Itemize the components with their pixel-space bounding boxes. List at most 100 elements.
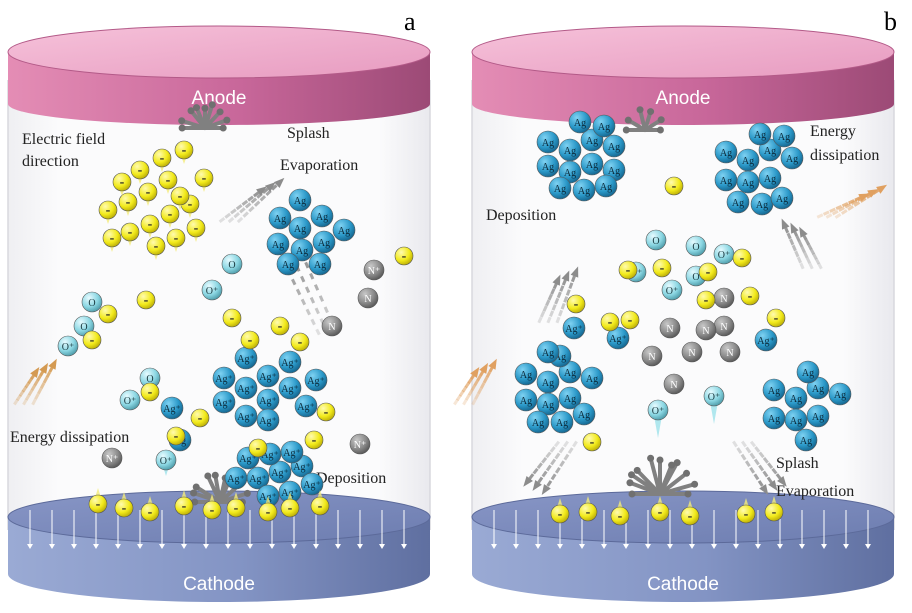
oxygen-ion: O⁺	[119, 389, 141, 411]
deposition-label-b: Deposition	[486, 207, 556, 224]
electron-symbol: -	[178, 189, 183, 204]
electron-symbol: -	[148, 505, 153, 520]
silver-atom: Ag	[726, 190, 750, 214]
electron: -	[186, 218, 206, 242]
nitrogen-ion-symbol: N⁺	[354, 440, 367, 451]
electron: -	[98, 200, 118, 224]
dashed-arrow	[732, 440, 769, 496]
electron: -	[146, 236, 166, 260]
field-lines	[27, 510, 407, 549]
nitrogen-atom: N	[719, 341, 741, 363]
electron-symbol: -	[298, 335, 303, 350]
anode-a-label: Anode	[192, 88, 247, 109]
silver-atom-symbol: Ag	[754, 130, 766, 141]
electron: -	[310, 490, 330, 516]
dashed-arrow	[546, 270, 570, 324]
oxygen-ion-symbol: O⁺	[206, 286, 219, 297]
silver-atom-symbol: Ag	[542, 162, 554, 173]
oxygen-ion: O⁺	[661, 279, 683, 301]
electron: -	[680, 500, 700, 526]
electron-symbol: -	[574, 297, 579, 312]
energy-label-b-1: Energy	[810, 123, 856, 140]
nitrogen-ion: N⁺	[101, 447, 123, 469]
electron-symbol: -	[608, 315, 613, 330]
silver-ion-symbol: Ag⁺	[259, 416, 277, 427]
dashed-arrow	[741, 440, 778, 491]
silver-atom: Ag	[558, 160, 582, 184]
electron-symbol: -	[210, 503, 215, 518]
silver-ion: Ag⁺	[754, 328, 778, 352]
silver-atom-symbol: Ag	[790, 416, 802, 427]
electron: -	[226, 492, 246, 518]
silver-atom: Ag	[828, 382, 852, 406]
silver-ion-symbol: Ag⁺	[307, 376, 325, 387]
oxygen-atom-symbol: O	[228, 260, 235, 271]
electron-symbol: -	[774, 311, 779, 326]
electron-symbol: -	[318, 499, 323, 514]
oxygen-ion-symbol: O⁺	[124, 396, 137, 407]
nitrogen-atom-symbol: N	[364, 294, 371, 305]
splash-burst	[626, 454, 699, 498]
field-label-a-1: Electric field	[22, 131, 105, 148]
oxygen-ion: O⁺	[703, 385, 725, 424]
silver-atom-symbol: Ag	[318, 238, 330, 249]
silver-atom-symbol: Ag	[556, 418, 568, 429]
electron: -	[130, 160, 150, 184]
electron-symbol: -	[106, 203, 111, 218]
silver-atom-symbol: Ag	[586, 374, 598, 385]
electron: -	[394, 246, 414, 266]
silver-atom-symbol: Ag	[274, 214, 286, 225]
silver-atom-symbol: Ag	[564, 368, 576, 379]
silver-atom-symbol: Ag	[776, 194, 788, 205]
electron: -	[652, 258, 672, 278]
silver-atom-symbol: Ag	[812, 412, 824, 423]
electron-symbol: -	[278, 319, 283, 334]
electron-symbol: -	[182, 143, 187, 158]
silver-atom-symbol: Ag	[768, 414, 780, 425]
electron: -	[664, 176, 684, 196]
electron: -	[582, 432, 602, 452]
energy-label-a: Energy dissipation	[10, 429, 129, 446]
electron-symbol: -	[90, 333, 95, 348]
electron: -	[650, 496, 670, 522]
silver-atom-symbol: Ag	[294, 196, 306, 207]
silver-ion-symbol: Ag⁺	[283, 448, 301, 459]
oxygen-atom: O	[685, 235, 707, 257]
silver-ion: Ag⁺	[212, 390, 236, 414]
electron-symbol: -	[660, 261, 665, 276]
electron-symbol: -	[586, 505, 591, 520]
silver-atom-symbol: Ag	[574, 118, 586, 129]
silver-atom: Ag	[514, 388, 538, 412]
silver-atom: Ag	[536, 392, 560, 416]
electron-symbol: -	[146, 185, 151, 200]
electron-symbol: -	[772, 505, 777, 520]
silver-ion-symbol: Ag⁺	[261, 450, 279, 461]
silver-atom-symbol: Ag	[296, 246, 308, 257]
dashed-arrow	[22, 362, 49, 406]
oxygen-atom-symbol: O	[692, 272, 699, 283]
electron: -	[166, 228, 186, 252]
silver-atom: Ag	[266, 232, 290, 256]
dashed-arrow	[523, 440, 561, 487]
electron-symbol: -	[706, 265, 711, 280]
oxygen-ion: O⁺	[713, 243, 735, 265]
oxygen-atom-symbol: O	[146, 374, 153, 385]
dashed-arrow	[541, 440, 578, 496]
silver-atom: Ag	[288, 216, 312, 240]
electron: -	[696, 290, 716, 310]
nitrogen-atom-symbol: N	[648, 352, 655, 363]
evaporation-label-b: Evaporation	[776, 483, 854, 500]
silver-atom: Ag	[332, 218, 356, 242]
dashed-arrow	[799, 226, 823, 270]
electron-symbol: -	[174, 429, 179, 444]
silver-ion: Ag⁺	[234, 404, 258, 428]
silver-atom: Ag	[536, 340, 560, 364]
oxygen-atom-symbol: O	[88, 298, 95, 309]
silver-ion-symbol: Ag⁺	[227, 474, 245, 485]
silver-atom-symbol: Ag	[742, 178, 754, 189]
electron-symbol: -	[288, 501, 293, 516]
silver-atom-symbol: Ag	[720, 148, 732, 159]
silver-ion-symbol: Ag⁺	[237, 384, 255, 395]
silver-atom-symbol: Ag	[764, 174, 776, 185]
dashed-arrow	[31, 358, 57, 406]
